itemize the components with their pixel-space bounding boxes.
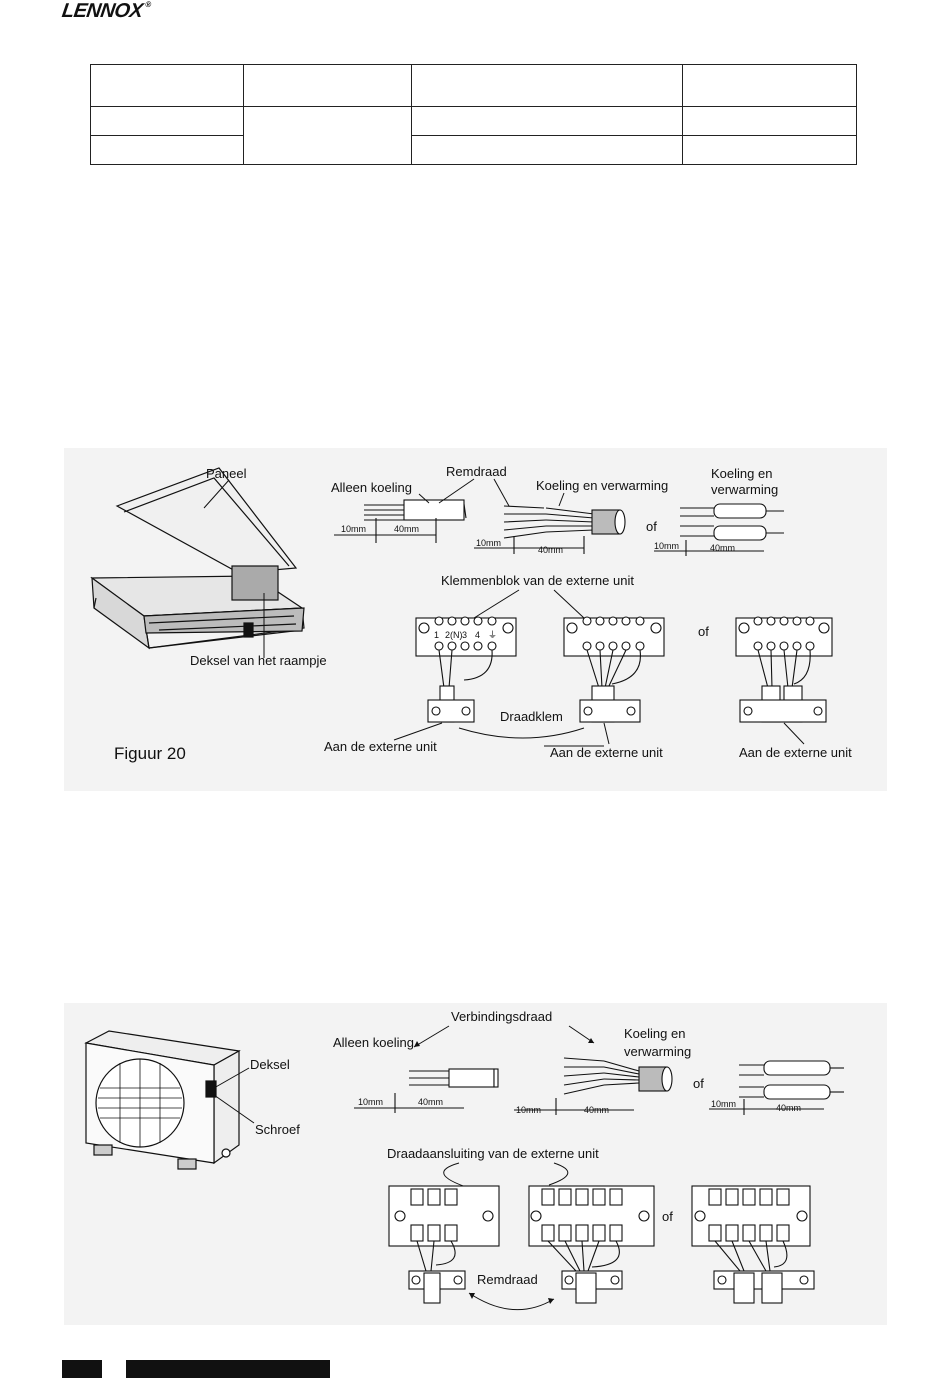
terminal-label-1: 1 xyxy=(434,630,439,640)
terminal-label-2: 2(N) xyxy=(445,630,463,640)
figure-21: Deksel Schroef Verbindingsdraad Alleen k… xyxy=(64,1003,887,1325)
cooling-heating-line2: verwarming xyxy=(624,1044,691,1059)
dim-40-label: 40mm xyxy=(584,1105,609,1115)
dim-40-label: 40mm xyxy=(394,524,419,534)
figure-21-drawing: Deksel Schroef Verbindingsdraad Alleen k… xyxy=(84,1009,844,1311)
terminal-label-ground: ⏚ xyxy=(488,630,497,640)
brand-logo: LENNOX® xyxy=(60,0,152,22)
terminal-label-4: 4 xyxy=(475,630,480,640)
spec-table xyxy=(90,64,857,165)
table-cell xyxy=(682,106,857,136)
table-row xyxy=(90,135,857,165)
brake-wire-label: Remdraad xyxy=(477,1272,538,1287)
footer-bar-right xyxy=(126,1360,330,1378)
table-cell xyxy=(411,135,683,165)
dim-40-label: 40mm xyxy=(538,545,563,555)
or-label: of xyxy=(693,1076,704,1091)
terminal-label-3: 3 xyxy=(462,630,467,640)
table-row xyxy=(90,106,857,165)
cooling-heating-label: Koeling en verwarming xyxy=(536,478,668,493)
connection-title: Draadaansluiting van de externe unit xyxy=(387,1146,599,1161)
or-label: of xyxy=(662,1209,673,1224)
cooling-heating-line2: verwarming xyxy=(711,482,778,497)
table-cell xyxy=(243,106,412,165)
figure-caption: Figuur 20 xyxy=(114,744,186,763)
table-cell xyxy=(682,64,857,107)
table-cell xyxy=(243,64,412,107)
table-cell xyxy=(90,64,244,107)
to-outdoor-unit-label: Aan de externe unit xyxy=(550,745,663,760)
table-cell xyxy=(682,135,857,165)
dim-10-label: 10mm xyxy=(711,1099,736,1109)
terminal-block-title: Klemmenblok van de externe unit xyxy=(441,573,634,588)
dim-10-label: 10mm xyxy=(654,541,679,551)
to-outdoor-unit-label: Aan de externe unit xyxy=(739,745,852,760)
connecting-wire-label: Verbindingsdraad xyxy=(451,1009,552,1024)
brake-wire-label: Remdraad xyxy=(446,464,507,479)
screw-label: Schroef xyxy=(255,1122,300,1137)
panel-label: Paneel xyxy=(206,466,247,481)
dim-10-label: 10mm xyxy=(516,1105,541,1115)
table-cell xyxy=(90,135,244,165)
dim-10-label: 10mm xyxy=(341,524,366,534)
dim-40-label: 40mm xyxy=(776,1103,801,1113)
dim-40-label: 40mm xyxy=(418,1097,443,1107)
cooling-only-label: Alleen koeling xyxy=(331,480,412,495)
cover-label: Deksel xyxy=(250,1057,290,1072)
table-row xyxy=(90,64,857,107)
cover-window-label: Deksel van het raampje xyxy=(190,653,327,668)
figure-20-drawing: Paneel Deksel van het raampje Figuur 20 … xyxy=(90,464,852,763)
footer-bar-left xyxy=(62,1360,102,1378)
cooling-heating-line1: Koeling en xyxy=(624,1026,685,1041)
table-cell xyxy=(90,106,244,136)
or-label: of xyxy=(698,624,709,639)
wire-clamp-label: Draadklem xyxy=(500,709,563,724)
table-cell xyxy=(411,106,683,136)
cooling-only-label: Alleen koeling xyxy=(333,1035,414,1050)
dim-10-label: 10mm xyxy=(476,538,501,548)
dim-40-label: 40mm xyxy=(710,543,735,553)
cooling-heating-line1: Koeling en xyxy=(711,466,772,481)
or-label: of xyxy=(646,519,657,534)
to-outdoor-unit-label: Aan de externe unit xyxy=(324,739,437,754)
figure-20: Paneel Deksel van het raampje Figuur 20 … xyxy=(64,448,887,791)
table-cell xyxy=(411,64,683,107)
dim-10-label: 10mm xyxy=(358,1097,383,1107)
